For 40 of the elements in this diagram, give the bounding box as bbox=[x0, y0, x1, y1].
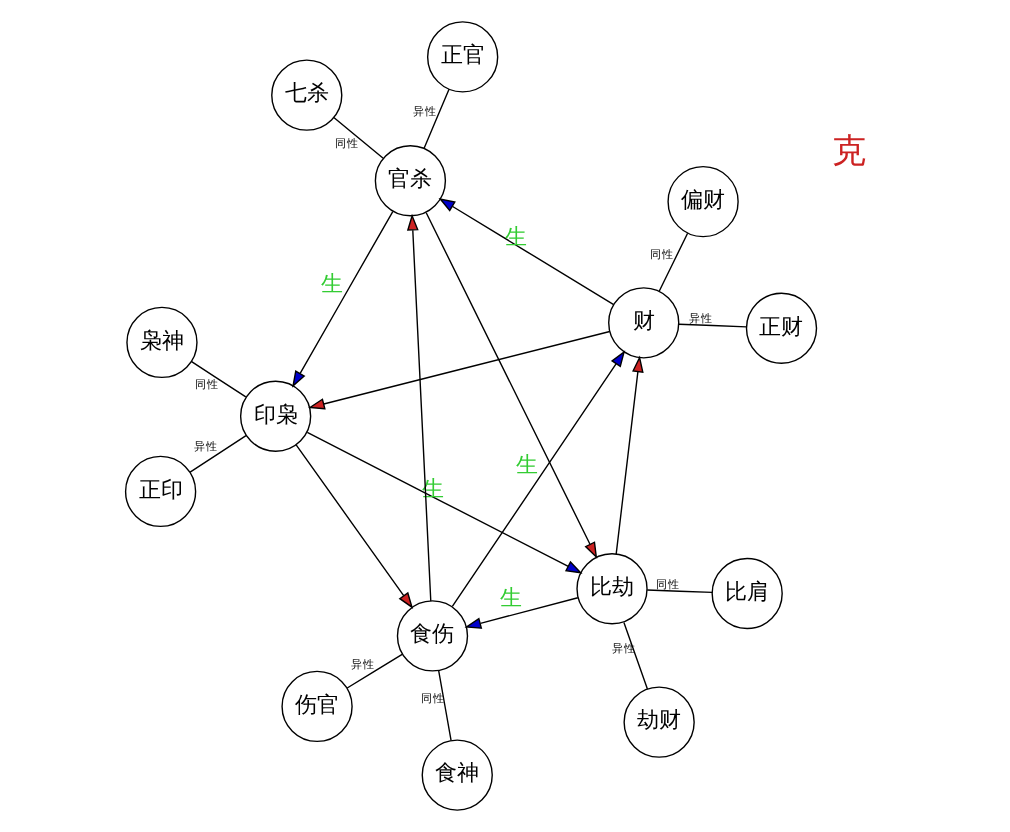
connector bbox=[437, 669, 452, 742]
node-circle: 七杀 bbox=[271, 59, 343, 131]
arrow bbox=[295, 444, 414, 609]
arrow bbox=[451, 350, 626, 608]
node-circle: 财 bbox=[608, 287, 680, 359]
connector bbox=[346, 653, 403, 689]
arrow bbox=[292, 210, 394, 388]
node-circle: 正官 bbox=[426, 21, 499, 93]
node-circle: 伤官 bbox=[281, 670, 353, 743]
label: 克 bbox=[832, 130, 867, 171]
node-circle: 官杀 bbox=[374, 145, 447, 217]
node-circle: 枭神 bbox=[126, 306, 198, 379]
connector bbox=[333, 116, 384, 159]
edge-label: 生 bbox=[516, 451, 539, 478]
arrow bbox=[406, 213, 432, 602]
arrow bbox=[425, 212, 598, 559]
arrow bbox=[464, 597, 579, 629]
arrow bbox=[306, 431, 583, 574]
connector bbox=[623, 621, 649, 690]
connector bbox=[423, 88, 450, 149]
connector bbox=[678, 323, 748, 328]
node-circle: 食神 bbox=[421, 739, 493, 811]
arrow bbox=[438, 197, 615, 306]
connector bbox=[658, 232, 689, 292]
node-circle: 偏财 bbox=[667, 165, 739, 238]
node-circle: 比劫 bbox=[576, 553, 648, 625]
node-circle: 印枭 bbox=[239, 380, 312, 452]
arrow bbox=[308, 330, 611, 410]
node-circle: 正印 bbox=[124, 455, 197, 528]
connector bbox=[646, 589, 713, 594]
arrow bbox=[615, 355, 644, 555]
edge-label: 生 bbox=[504, 224, 527, 251]
node-circle: 劫财 bbox=[623, 686, 695, 758]
node-circle: 食伤 bbox=[396, 600, 469, 672]
connector bbox=[189, 434, 247, 473]
node-circle: 正财 bbox=[745, 292, 818, 364]
node-circle: 比肩 bbox=[711, 557, 783, 630]
connector bbox=[190, 360, 247, 398]
edge-label: 生 bbox=[320, 271, 343, 298]
edge-label: 生 bbox=[500, 585, 523, 612]
